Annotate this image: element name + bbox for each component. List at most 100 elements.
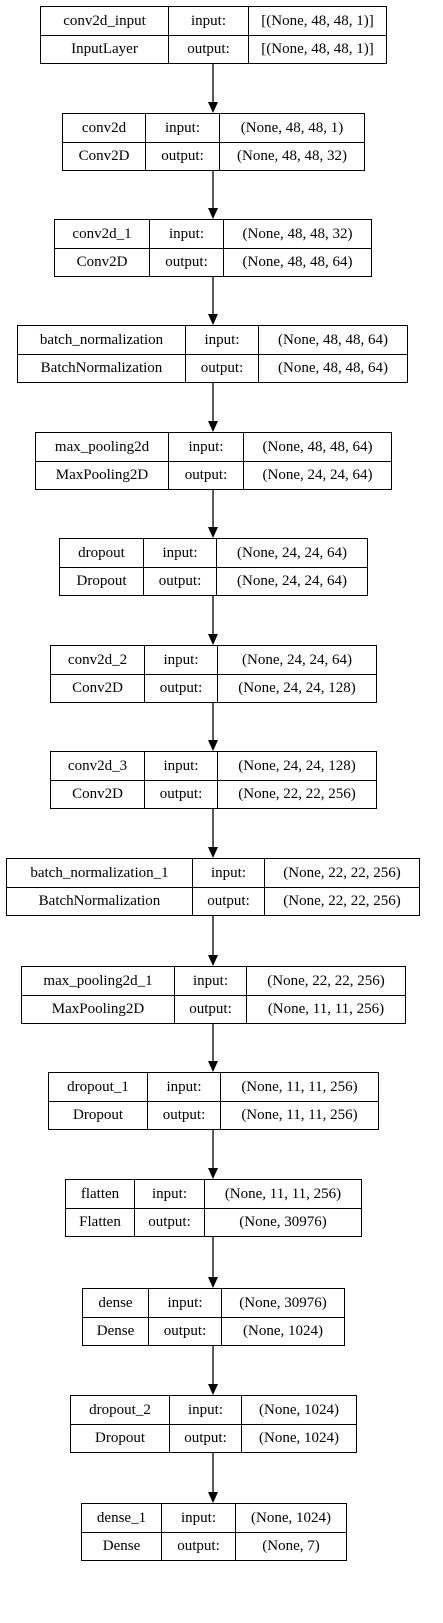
output-label: output: [169,1425,241,1452]
input-label: input: [148,1289,221,1317]
output-shape: (None, 24, 24, 128) [217,675,376,702]
input-label: input: [168,7,248,35]
layer-name: conv2d_2 [67,651,128,668]
output-shape: (None, 24, 24, 64) [216,568,367,595]
output-shape: [(None, 48, 48, 1)] [248,36,386,63]
layer-type: Dropout [73,1107,123,1123]
layer-name: max_pooling2d_1 [43,972,153,989]
layer-name: conv2d_1 [72,225,132,242]
input-shape: (None, 11, 11, 256) [220,1073,378,1101]
output-shape: (None, 1024) [241,1425,356,1452]
input-shape: (None, 24, 24, 64) [217,646,376,674]
input-label: input: [192,859,264,887]
input-shape: (None, 48, 48, 64) [258,326,407,354]
arrow-head-icon [208,1384,218,1395]
output-shape: (None, 48, 48, 64) [223,249,371,276]
output-label: output: [144,781,217,808]
layer-name: dropout_1 [67,1078,129,1095]
output-shape: (None, 48, 48, 32) [219,143,364,170]
layer-node: conv2d_1 input:(None, 48, 48, 32) Conv2D o… [54,219,372,277]
layer-name: conv2d_3 [67,757,128,774]
output-label: output: [143,568,216,595]
layer-type: Conv2D [72,680,123,696]
output-label: output: [145,143,219,170]
arrow-head-icon [208,1168,218,1179]
input-label: input: [161,1504,235,1532]
output-shape: (None, 30976) [204,1209,361,1236]
input-label: input: [174,967,246,995]
layer-type: BatchNormalization [38,893,161,909]
input-shape: (None, 1024) [235,1504,346,1532]
input-label: input: [143,539,216,567]
output-label: output: [148,1318,221,1345]
layer-node: batch_normalization_1 input:(None, 22, 22… [6,858,420,916]
layer-type: MaxPooling2D [55,467,149,483]
output-shape: (None, 7) [235,1533,346,1560]
input-shape: (None, 48, 48, 1) [219,114,364,142]
layer-name: max_pooling2d [54,438,150,455]
output-label: output: [134,1209,204,1236]
layer-type: Conv2D [76,254,128,270]
layer-node: dense_1 input:(None, 1024) Dense output:(N… [81,1503,347,1561]
input-label: input: [185,326,258,354]
layer-name: conv2d [81,119,127,136]
layer-type: Conv2D [78,148,130,164]
arrow-head-icon [208,1061,218,1072]
output-label: output: [185,355,258,382]
layer-type: Dropout [95,1430,145,1446]
input-shape: [(None, 48, 48, 1)] [248,7,386,35]
arrow-head-icon [208,1277,218,1288]
layer-node: max_pooling2d input:(None, 48, 48, 64) Ma… [35,432,392,490]
layer-type: Dropout [76,573,127,589]
output-shape: (None, 22, 22, 256) [217,781,376,808]
output-shape: (None, 24, 24, 64) [243,462,391,489]
input-label: input: [147,1073,220,1101]
input-shape: (None, 48, 48, 32) [223,220,371,248]
output-label: output: [149,249,223,276]
output-shape: (None, 11, 11, 256) [220,1102,378,1129]
arrow-head-icon [208,955,218,966]
output-label: output: [161,1533,235,1560]
arrow-head-icon [208,314,218,325]
output-label: output: [192,888,264,915]
arrow-head-icon [208,527,218,538]
layer-type: Conv2D [72,786,123,802]
layer-name: flatten [80,1185,120,1202]
layer-type: Dense [96,1323,135,1339]
output-shape: (None, 22, 22, 256) [264,888,419,915]
layer-name: dropout_2 [89,1401,151,1418]
output-shape: (None, 48, 48, 64) [258,355,407,382]
layer-name: batch_normalization_1 [30,864,169,881]
layer-type: Flatten [79,1214,121,1230]
layer-type: BatchNormalization [40,360,163,376]
output-label: output: [168,462,243,489]
arrow-head-icon [208,740,218,751]
input-label: input: [134,1180,204,1208]
output-shape: (None, 1024) [221,1318,344,1345]
input-label: input: [149,220,223,248]
output-shape: (None, 11, 11, 256) [246,996,405,1023]
arrow-head-icon [208,1492,218,1503]
input-shape: (None, 22, 22, 256) [264,859,419,887]
layer-node: max_pooling2d_1 input:(None, 22, 22, 256)… [21,966,406,1024]
input-label: input: [168,433,243,461]
input-label: input: [144,752,217,780]
layer-name: dense_1 [96,1509,147,1526]
layer-name: dense [98,1294,133,1311]
layer-type: MaxPooling2D [51,1001,145,1017]
input-shape: (None, 22, 22, 256) [246,967,405,995]
input-shape: (None, 1024) [241,1396,356,1424]
layer-node: dropout_1 input:(None, 11, 11, 256) Dropo… [48,1072,379,1130]
input-shape: (None, 48, 48, 64) [243,433,391,461]
layer-type: Dense [102,1538,141,1554]
arrow-head-icon [208,634,218,645]
output-label: output: [168,36,248,63]
